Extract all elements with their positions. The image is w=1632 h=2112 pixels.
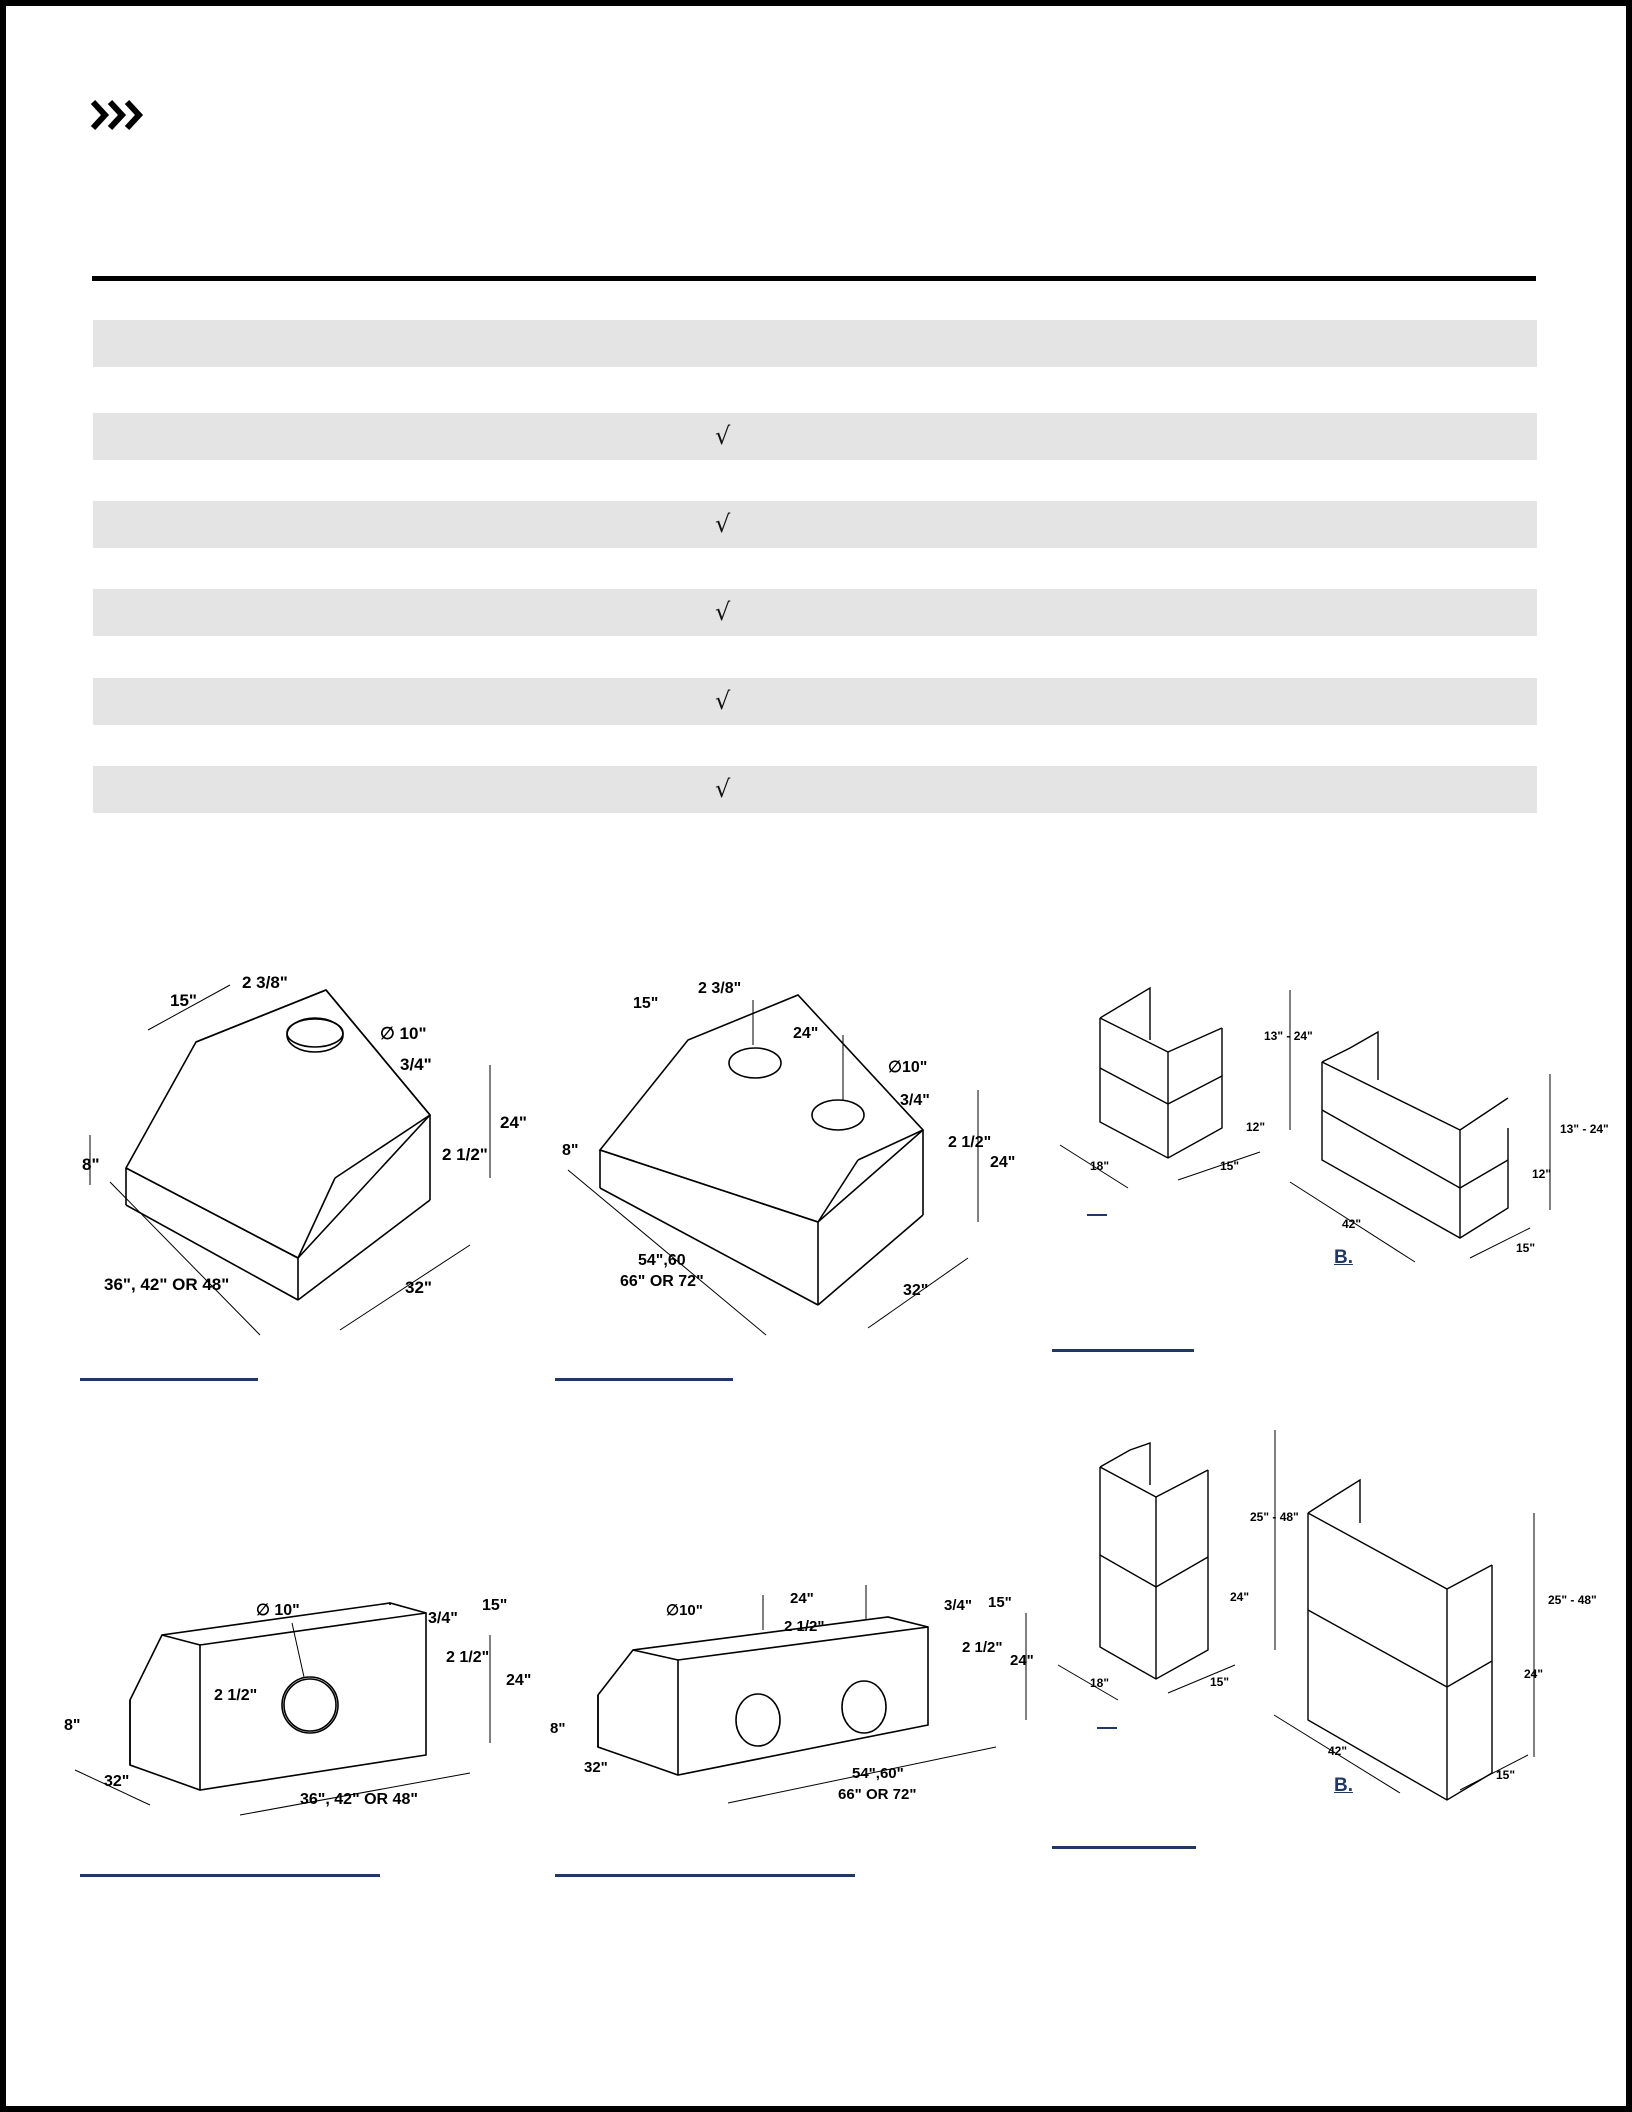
caption-underline <box>80 1874 380 1877</box>
dim-label: 2 3/8" <box>698 980 741 997</box>
dim-label: 54",60 <box>638 1252 686 1269</box>
check-mark: √ <box>715 598 731 626</box>
caption-underline <box>1052 1349 1194 1352</box>
caption-underline <box>1052 1846 1196 1849</box>
dim-label: 36", 42" OR 48" <box>104 1275 229 1294</box>
dim-label: 12" <box>1246 1120 1265 1134</box>
dim-label: 24" <box>793 1025 818 1042</box>
table-row: √ <box>93 501 1537 548</box>
dim-label: 32" <box>104 1773 129 1790</box>
dim-label: 36", 42" OR 48" <box>300 1791 418 1808</box>
dim-label: 12" <box>1532 1167 1551 1181</box>
dim-label: ∅ 10" <box>256 1602 300 1619</box>
dim-label: 2 1/2" <box>446 1649 489 1666</box>
dim-label: 15" <box>1210 1675 1229 1689</box>
dim-label: 3/4" <box>428 1610 458 1627</box>
drawing-dual-duct-back: ∅10" 24" 2 1/2" 3/4" 15" 2 1/2" 24" 8" 3… <box>548 1565 1048 1825</box>
caption-underline <box>80 1378 258 1381</box>
label-a-underline <box>1097 1727 1117 1729</box>
dim-label: 18" <box>1090 1676 1109 1690</box>
duct-circle <box>841 1680 887 1734</box>
dim-label: 15" <box>170 991 197 1010</box>
dim-label: 18" <box>1090 1159 1109 1173</box>
table-row <box>93 320 1537 367</box>
dim-label: 15" <box>1220 1159 1239 1173</box>
caption-underline <box>555 1378 733 1381</box>
dim-label: ∅10" <box>888 1059 927 1076</box>
dim-label: 66" OR 72" <box>838 1786 916 1803</box>
dim-label: 3/4" <box>944 1597 972 1614</box>
dim-label: 15" <box>633 995 658 1012</box>
dim-label: 24" <box>1524 1667 1543 1681</box>
duct-circle <box>728 1047 782 1079</box>
dim-label: 42" <box>1342 1217 1361 1231</box>
dim-label: ∅10" <box>666 1602 703 1619</box>
check-mark: √ <box>715 510 731 538</box>
dim-label: 3/4" <box>900 1092 930 1109</box>
caption-underline <box>555 1874 855 1877</box>
dim-label: ∅ 10" <box>380 1024 427 1043</box>
check-mark: √ <box>715 775 731 803</box>
dim-label: 2 1/2" <box>962 1639 1002 1656</box>
drawing-single-duct-back: ∅ 10" 3/4" 15" 2 1/2" 24" 2 1/2" 8" 32" … <box>60 1565 540 1825</box>
dim-label: 54",60" <box>852 1765 904 1782</box>
drawing-dual-duct-front: 15" 2 3/8" 24" ∅10" 3/4" 2 1/2" 24" 8" 5… <box>548 960 1028 1350</box>
dim-label: 8" <box>64 1717 80 1734</box>
check-mark: √ <box>715 687 731 715</box>
dim-label: 8" <box>550 1720 565 1737</box>
dim-label: 13" - 24" <box>1560 1122 1609 1136</box>
dim-label: 15" <box>1516 1241 1535 1255</box>
dim-label: 24" <box>790 1590 814 1607</box>
dim-label: 15" <box>1496 1768 1515 1782</box>
label-b: B. <box>1334 1247 1353 1268</box>
dim-label: 2 3/8" <box>242 973 288 992</box>
dim-label: 13" - 24" <box>1264 1029 1313 1043</box>
dim-label: 2 1/2" <box>784 1618 824 1635</box>
dim-label: 32" <box>405 1278 432 1297</box>
table-row: √ <box>93 766 1537 813</box>
dim-label: 2 1/2" <box>214 1687 257 1704</box>
triple-chevron-icon <box>90 99 144 131</box>
label-b: B. <box>1334 1775 1353 1796</box>
dim-label: 2 1/2" <box>442 1145 488 1164</box>
duct-circle <box>281 1676 339 1734</box>
dim-label: 15" <box>988 1594 1012 1611</box>
header-rule <box>92 276 1536 281</box>
table-row: √ <box>93 589 1537 636</box>
duct-circle <box>735 1693 781 1747</box>
table-row: √ <box>93 413 1537 460</box>
dim-label: 8" <box>82 1155 100 1174</box>
label-a-underline <box>1087 1214 1107 1216</box>
drawing-chimney-short: 13" - 24" 12" 18" 15" 13" - 24" 12" 42" … <box>1050 970 1610 1280</box>
table-row: √ <box>93 678 1537 725</box>
dim-label: 2 1/2" <box>948 1134 991 1151</box>
dim-label: 8" <box>562 1142 578 1159</box>
dim-label: 32" <box>903 1282 928 1299</box>
dim-label: 24" <box>990 1154 1015 1171</box>
dim-label: 15" <box>482 1597 507 1614</box>
dim-label: 25" - 48" <box>1250 1510 1299 1524</box>
dim-label: 25" - 48" <box>1548 1593 1597 1607</box>
dim-label: 3/4" <box>400 1055 432 1074</box>
dim-label: 32" <box>584 1759 608 1776</box>
drawing-chimney-tall: 25" - 48" 24" 18" 15" 25" - 48" 24" 42" … <box>1050 1425 1610 1805</box>
duct-circle <box>811 1099 865 1131</box>
dim-label: 42" <box>1328 1744 1347 1758</box>
drawing-single-duct-front: 15" 2 3/8" ∅ 10" 3/4" 2 1/2" 24" 8" 36",… <box>70 960 540 1350</box>
dim-label: 24" <box>1230 1590 1249 1604</box>
dim-label: 24" <box>506 1672 531 1689</box>
dim-label: 24" <box>500 1113 527 1132</box>
dim-label: 24" <box>1010 1652 1034 1669</box>
dim-label: 66" OR 72" <box>620 1273 704 1290</box>
check-mark: √ <box>715 422 731 450</box>
